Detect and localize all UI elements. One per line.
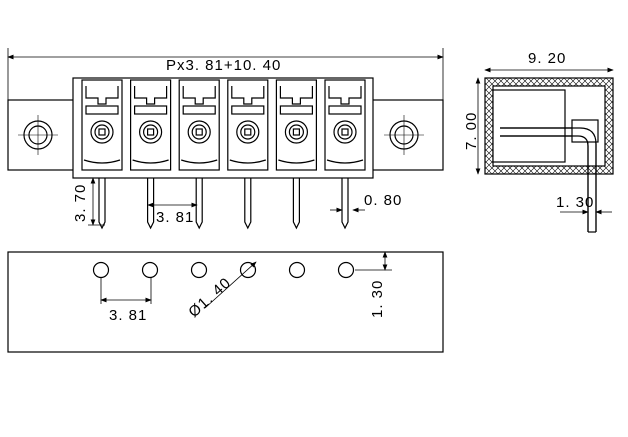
pcb-hole-4 [239,261,257,279]
row-offset-label: 1. 30 [369,280,386,318]
pcb-layout [7,251,444,353]
front-view [7,77,444,230]
pcb-hole-3 [190,261,208,279]
pcb-hole-1 [92,261,110,279]
pin-1 [98,178,106,230]
mounting-hole-left [18,115,58,155]
pcb-pitch-dimension [100,278,152,304]
terminal-2 [130,79,172,171]
pcb-pitch-label: 3. 81 [109,307,147,324]
pcb-hole-5 [288,261,306,279]
terminal-3 [178,79,220,171]
depth-label: 9. 20 [528,50,566,67]
terminal-4 [227,79,269,171]
height-label: 7. 00 [463,112,480,150]
terminal-6 [324,79,366,171]
pin-6 [341,178,349,230]
side-view [484,77,614,233]
terminal-5 [275,79,317,171]
pin-offset-label: 1. 30 [556,194,594,211]
pcb-outline [7,251,444,353]
row-offset-dimension [355,251,392,271]
pcb-hole-6 [337,261,355,279]
pin-length-label: 3. 70 [72,184,89,222]
overall-dimension-label: Px3. 81+10. 40 [166,57,281,74]
hole-diameter-leader [204,261,257,309]
overall-dimension [7,48,444,100]
pin-length-dimension [88,177,105,226]
pin-4 [244,178,252,230]
terminal-1 [81,79,123,171]
pin-width-label: 0. 80 [364,192,402,209]
pin-2 [147,178,155,230]
pcb-hole-2 [141,261,159,279]
hole-diameter-label: Ø1. 40 [185,274,234,321]
mounting-hole-right [384,115,424,155]
pin-3 [195,178,203,230]
pin-5 [292,178,300,230]
pitch-label: 3. 81 [156,209,194,226]
connector-body [72,77,374,179]
